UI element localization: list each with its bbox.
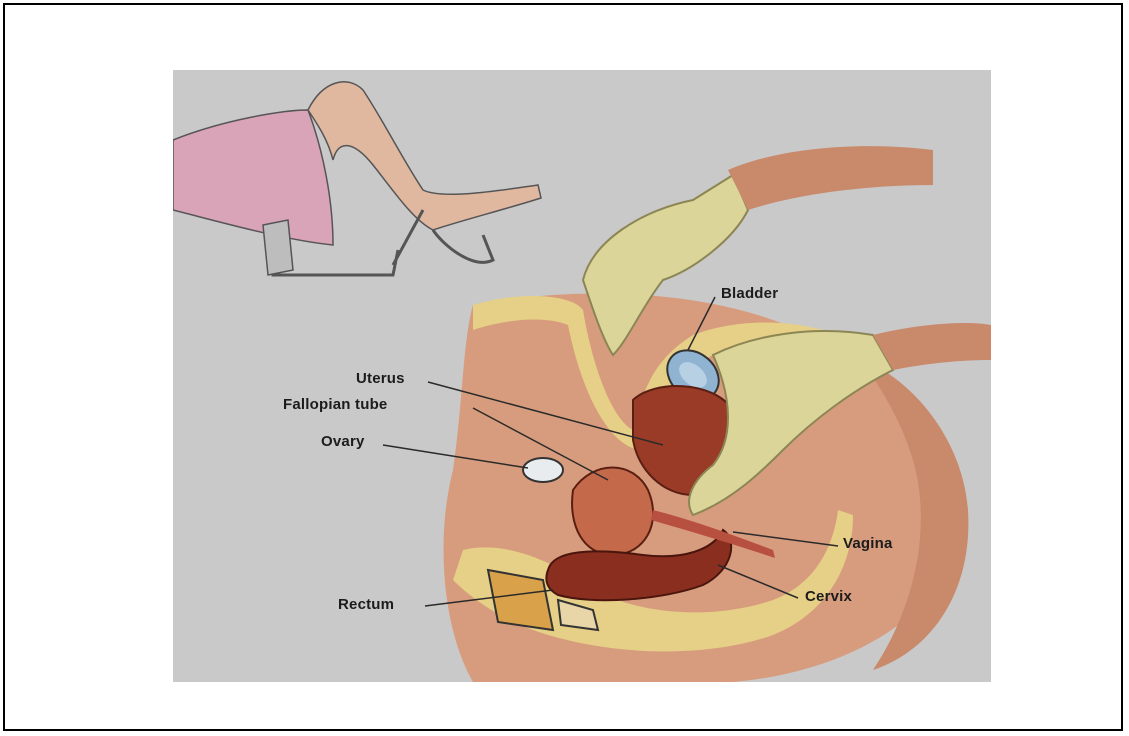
patient-leg: [308, 82, 541, 230]
arm-lower: [873, 323, 991, 370]
label-cervix: Cervix: [805, 588, 852, 605]
exam-table: [263, 220, 293, 275]
pelvic-exam-illustration: Bladder Uterus Fallopian tube Ovary Vagi…: [173, 70, 991, 682]
label-vagina: Vagina: [843, 535, 893, 552]
label-bladder: Bladder: [721, 285, 778, 302]
label-fallopian-tube: Fallopian tube: [283, 396, 387, 413]
page-frame: Bladder Uterus Fallopian tube Ovary Vagi…: [3, 3, 1123, 731]
arm-upper: [728, 146, 933, 210]
label-rectum: Rectum: [338, 596, 394, 613]
uterine-body: [572, 468, 653, 556]
illustration-svg: [173, 70, 991, 682]
patient-drape: [173, 110, 333, 245]
ovary-organ: [523, 458, 563, 482]
label-uterus: Uterus: [356, 370, 405, 387]
label-ovary: Ovary: [321, 433, 365, 450]
